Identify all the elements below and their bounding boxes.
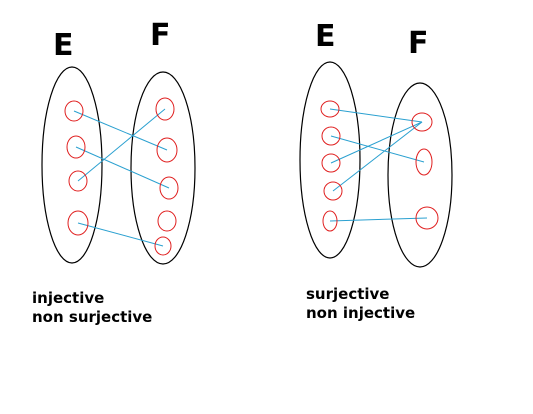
domain-element <box>321 126 341 146</box>
domain-element <box>68 170 88 192</box>
domain-element <box>320 100 340 118</box>
set-e-ellipse <box>41 66 103 264</box>
caption-line-1: injective <box>32 289 105 307</box>
mapping-arrows <box>73 108 170 247</box>
mapping-line <box>332 121 423 192</box>
domain-elements <box>64 100 89 236</box>
mapping-line <box>329 108 423 123</box>
domain-element <box>67 210 89 236</box>
mapping-line <box>330 121 423 164</box>
caption-surjective: surjective non injective <box>306 285 415 323</box>
set-f-ellipse <box>130 71 196 265</box>
codomain-element <box>155 97 175 121</box>
mapping-line <box>77 108 166 182</box>
mapping-line <box>75 146 170 189</box>
mapping-line <box>329 217 428 222</box>
domain-element <box>66 135 86 159</box>
domain-element <box>64 100 84 122</box>
codomain-elements <box>154 97 179 256</box>
codomain-element <box>154 236 172 256</box>
mapping-arrows <box>329 108 428 222</box>
codomain-element <box>157 210 177 232</box>
set-f-ellipse <box>387 82 453 268</box>
set-e-label: E <box>53 28 74 63</box>
caption-line-1: surjective <box>306 285 390 303</box>
codomain-element <box>415 148 433 176</box>
codomain-element <box>411 112 433 132</box>
codomain-elements <box>411 112 439 230</box>
codomain-element <box>156 137 178 163</box>
caption-injective: injective non surjective <box>32 289 152 327</box>
domain-element <box>321 153 341 173</box>
mapping-line <box>330 135 425 163</box>
set-f-label: F <box>408 26 429 61</box>
set-f-label: F <box>150 18 171 53</box>
diagram-injective: E F <box>41 18 196 265</box>
mapping-line <box>73 110 168 151</box>
caption-line-2: non injective <box>306 304 416 322</box>
diagram-surjective: E F <box>299 19 453 268</box>
domain-elements <box>320 100 343 232</box>
set-e-label: E <box>315 19 336 54</box>
set-e-ellipse <box>299 61 361 259</box>
codomain-element <box>159 176 179 200</box>
mapping-line <box>77 222 164 247</box>
domain-element <box>322 210 338 232</box>
codomain-element <box>415 206 439 230</box>
caption-line-2: non surjective <box>32 308 153 326</box>
domain-element <box>323 181 343 201</box>
